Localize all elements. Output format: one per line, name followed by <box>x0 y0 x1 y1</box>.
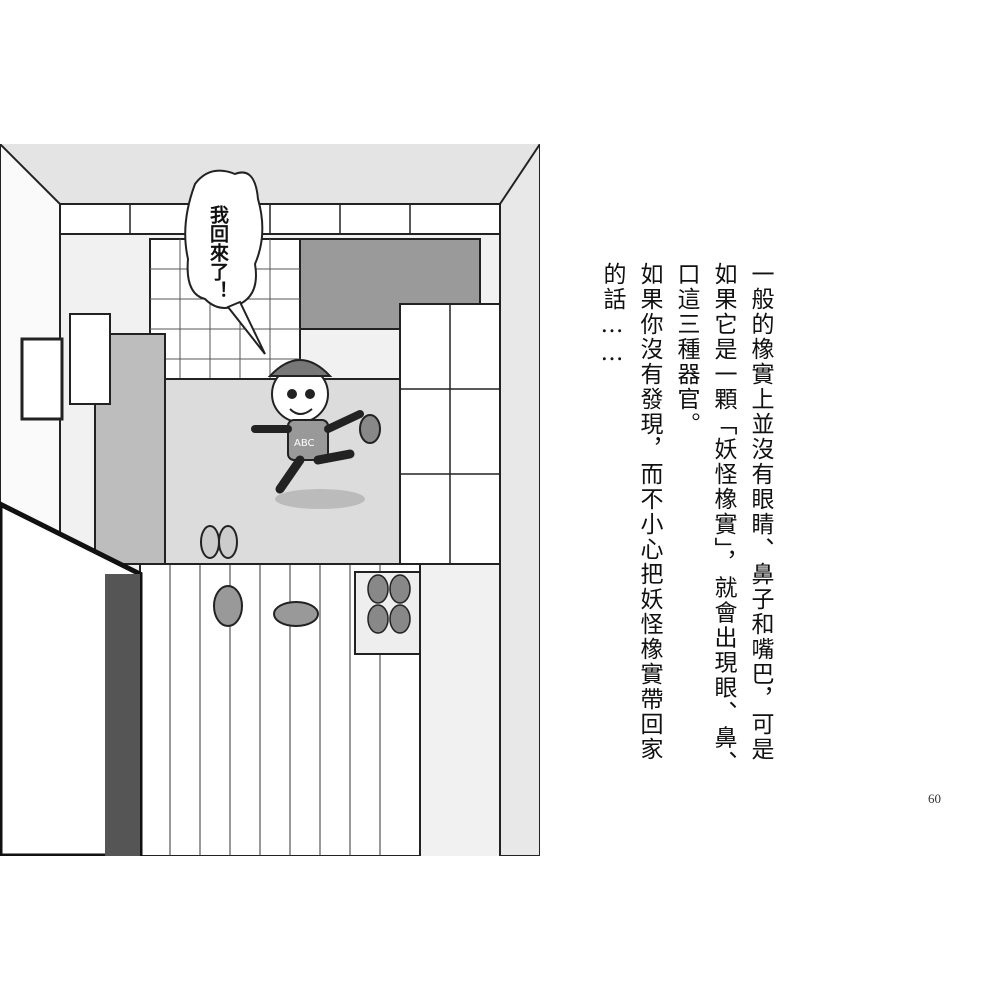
story-line: 如果你沒有發現，而不小心把妖怪橡實帶回家 <box>636 262 662 762</box>
page-number: 60 <box>928 791 941 806</box>
speech-bubble <box>184 169 264 309</box>
story-line: 的話…… <box>599 262 625 368</box>
boy-character: ABC <box>251 359 381 509</box>
shirt-text: ABC <box>294 438 315 449</box>
speech-bubble-text: 我回來了！ <box>207 205 229 300</box>
story-text: 一般的橡實上並沒有眼睛、鼻子和嘴巴，可是 如果它是一顆「妖怪橡實」，就會出現眼、… <box>593 262 778 782</box>
story-line: 口這三種器官。 <box>673 262 699 437</box>
comic-illustration: ABC <box>0 144 540 856</box>
story-line: 如果它是一顆「妖怪橡實」，就會出現眼、鼻、 <box>710 262 736 776</box>
story-line: 一般的橡實上並沒有眼睛、鼻子和嘴巴，可是 <box>747 262 773 762</box>
